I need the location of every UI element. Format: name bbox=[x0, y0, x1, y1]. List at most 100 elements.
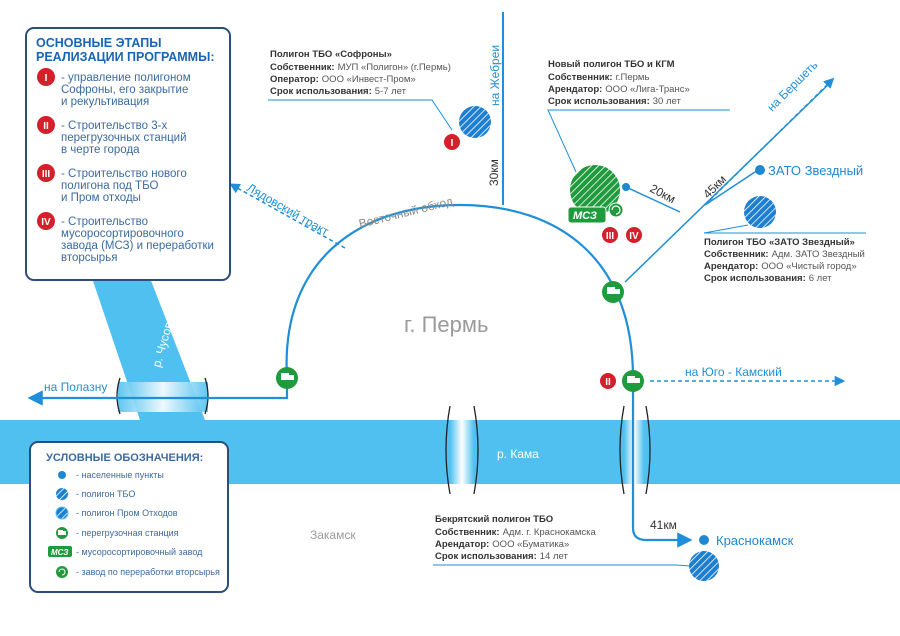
svg-text:I: I bbox=[451, 138, 454, 149]
polaznu-label: на Полазну bbox=[44, 380, 107, 394]
svg-text:завода (МСЗ) и переработки: завода (МСЗ) и переработки bbox=[61, 240, 214, 252]
info-bekryat: Бекрятский полигон ТБО Собственник:Адм. … bbox=[433, 514, 691, 567]
info-sofrony: Полигон ТБО «Софроны» Собственник:МУП «П… bbox=[268, 49, 453, 131]
svg-text:Собственник:г.Пермь: Собственник:г.Пермь bbox=[548, 72, 649, 83]
km20-label: 20км bbox=[648, 181, 678, 206]
settlement-dot-icon bbox=[699, 535, 709, 545]
svg-text:перегрузочных станций: перегрузочных станций bbox=[61, 132, 187, 144]
svg-text:ОСНОВНЫЕ ЭТАПЫ: ОСНОВНЫЕ ЭТАПЫ bbox=[36, 36, 161, 50]
info-new-landfill: Новый полигон ТБО и КГМ Собственник:г.Пе… bbox=[547, 59, 730, 173]
lyadovsky-label: Лядовский тракт bbox=[245, 180, 332, 238]
tbo-landfill-icon bbox=[744, 196, 776, 228]
legend-item-recycling: - завод по переработки вторсырья bbox=[56, 566, 220, 578]
road-lyadovsky bbox=[229, 183, 346, 249]
info-zvezdny: Полигон ТБО «ЗАТО Звездный» Собственник:… bbox=[703, 224, 866, 284]
svg-text:и Пром отходы: и Пром отходы bbox=[61, 192, 141, 204]
svg-text:I: I bbox=[45, 73, 48, 84]
km41-label: 41км bbox=[650, 518, 677, 532]
city-label: г. Пермь bbox=[404, 312, 488, 337]
legend-item-transfer: - перегрузочная станция bbox=[56, 527, 179, 539]
svg-text:мусоросортировочного: мусоросортировочного bbox=[61, 228, 184, 240]
kama-label: р. Кама bbox=[497, 447, 539, 461]
legend-item-settlement: - населенные пункты bbox=[58, 470, 164, 480]
msz-plant-icon bbox=[48, 546, 72, 557]
svg-text:III: III bbox=[42, 169, 51, 180]
svg-text:Срок использования:14 лет: Срок использования:14 лет bbox=[435, 551, 568, 562]
eastern-bypass-arc bbox=[285, 203, 635, 379]
svg-text:и рекультивация: и рекультивация bbox=[61, 96, 149, 108]
legend-panel: УСЛОВНЫЕ ОБОЗНАЧЕНИЯ: - населенные пункт… bbox=[29, 441, 229, 593]
settlement-dot-icon bbox=[622, 183, 630, 191]
svg-text:Арендатор:ООО «Лига-Транс»: Арендатор:ООО «Лига-Транс» bbox=[548, 84, 690, 95]
stage-item-iii: III - Строительство нового полигона под … bbox=[37, 164, 187, 204]
svg-text:полигона под ТБО: полигона под ТБО bbox=[61, 180, 159, 192]
svg-text:II: II bbox=[605, 377, 611, 388]
marker-sofrony: I bbox=[444, 134, 460, 150]
svg-text:Полигон ТБО «Софроны»: Полигон ТБО «Софроны» bbox=[270, 49, 392, 60]
stage-item-ii: II - Строительство 3-х перегрузочных ста… bbox=[37, 116, 187, 156]
svg-text:Новый полигон ТБО и КГМ: Новый полигон ТБО и КГМ bbox=[548, 59, 675, 70]
svg-text:- Строительство нового: - Строительство нового bbox=[61, 168, 187, 180]
transfer-station-truck-icon bbox=[276, 367, 298, 389]
krasnokamsk-label: Краснокамск bbox=[716, 533, 794, 548]
marker-transfer: II bbox=[600, 373, 616, 389]
bridge-center bbox=[445, 405, 479, 495]
road-to-bershet-dashed bbox=[704, 77, 835, 206]
road-to-krasnokamsk bbox=[631, 381, 693, 548]
bershet-label: на Бершеть bbox=[764, 58, 820, 114]
recycling-plant-icon bbox=[608, 202, 624, 218]
marker-new-iii: III bbox=[602, 227, 618, 243]
settlement-dot-icon bbox=[755, 165, 765, 175]
svg-text:Срок использования:6 лет: Срок использования:6 лет bbox=[704, 273, 832, 284]
svg-text:Срок использования:30 лет: Срок использования:30 лет bbox=[548, 96, 681, 107]
stages-panel: ОСНОВНЫЕ ЭТАПЫ РЕАЛИЗАЦИИ ПРОГРАММЫ: I -… bbox=[25, 27, 231, 281]
svg-text:II: II bbox=[43, 121, 49, 132]
svg-text:- Строительство: - Строительство bbox=[61, 216, 148, 228]
vostochny-label: Восточный обход bbox=[357, 194, 454, 231]
stage-item-i: I - управление полигоном Софроны, его за… bbox=[37, 68, 191, 108]
zakamsk-label: Закамск bbox=[310, 528, 356, 542]
tbo-landfill-icon bbox=[56, 488, 68, 500]
svg-text:III: III bbox=[606, 231, 615, 242]
svg-text:Арендатор:ООО «Буматика»: Арендатор:ООО «Буматика» bbox=[435, 539, 569, 550]
road-to-bershet bbox=[624, 79, 834, 283]
svg-text:IV: IV bbox=[629, 231, 639, 242]
zhebrei-label: на Жебреи bbox=[488, 45, 502, 106]
svg-text:Софроны, его закрытие: Софроны, его закрытие bbox=[61, 84, 188, 96]
km30-label: 30км bbox=[487, 159, 501, 186]
legend-item-tbo: - полигон ТБО bbox=[56, 488, 135, 500]
svg-text:Собственник:МУП «Полигон» (г.П: Собственник:МУП «Полигон» (г.Пермь) bbox=[270, 62, 451, 73]
svg-text:Собственник:Адм. ЗАТО Звездный: Собственник:Адм. ЗАТО Звездный bbox=[704, 249, 865, 260]
bridge-chusovaya bbox=[116, 377, 209, 415]
svg-text:в черте города: в черте города bbox=[61, 144, 140, 156]
svg-text:МСЗ: МСЗ bbox=[51, 548, 68, 557]
legend-item-msz: МСЗ - мусоросортировочный завод bbox=[48, 546, 203, 557]
road-to-new-landfill bbox=[625, 186, 681, 213]
industrial-landfill-icon bbox=[570, 165, 620, 215]
msz-plant-icon bbox=[567, 206, 607, 224]
svg-text:Бекрятский полигон ТБО: Бекрятский полигон ТБО bbox=[435, 514, 553, 525]
svg-text:- полигон ТБО: - полигон ТБО bbox=[76, 489, 135, 499]
svg-text:Арендатор:ООО «Чистый город»: Арендатор:ООО «Чистый город» bbox=[704, 261, 857, 272]
svg-text:- Строительство 3-х: - Строительство 3-х bbox=[61, 120, 167, 132]
tbo-landfill-icon bbox=[689, 551, 719, 581]
marker-new-iv: IV bbox=[626, 227, 642, 243]
svg-text:Срок использования:5-7 лет: Срок использования:5-7 лет bbox=[270, 86, 407, 97]
legend-item-industrial: - полигон Пром Отходов bbox=[55, 506, 178, 520]
msz-badge: МСЗ bbox=[573, 210, 597, 222]
transfer-station-truck-icon bbox=[622, 370, 644, 392]
industrial-landfill-icon bbox=[55, 506, 69, 520]
stage-item-iv: IV - Строительство мусоросортировочного … bbox=[37, 212, 214, 264]
svg-text:Полигон ТБО «ЗАТО Звездный»: Полигон ТБО «ЗАТО Звездный» bbox=[704, 237, 855, 248]
new-landfill-msz: МСЗ bbox=[567, 165, 624, 224]
svg-text:- полигон Пром Отходов: - полигон Пром Отходов bbox=[76, 508, 178, 518]
svg-text:- мусоросортировочный завод: - мусоросортировочный завод bbox=[76, 547, 203, 557]
svg-text:РЕАЛИЗАЦИИ ПРОГРАММЫ:: РЕАЛИЗАЦИИ ПРОГРАММЫ: bbox=[36, 50, 215, 64]
tbo-landfill-icon bbox=[459, 106, 491, 138]
svg-text:- населенные пункты: - населенные пункты bbox=[76, 470, 164, 480]
svg-text:Оператор:ООО «Инвест-Пром»: Оператор:ООО «Инвест-Пром» bbox=[270, 74, 416, 85]
km45-label: 45км bbox=[700, 172, 729, 201]
transfer-station-truck-icon bbox=[602, 281, 624, 303]
svg-text:- завод по переработки вторсыр: - завод по переработки вторсырья bbox=[76, 567, 220, 577]
